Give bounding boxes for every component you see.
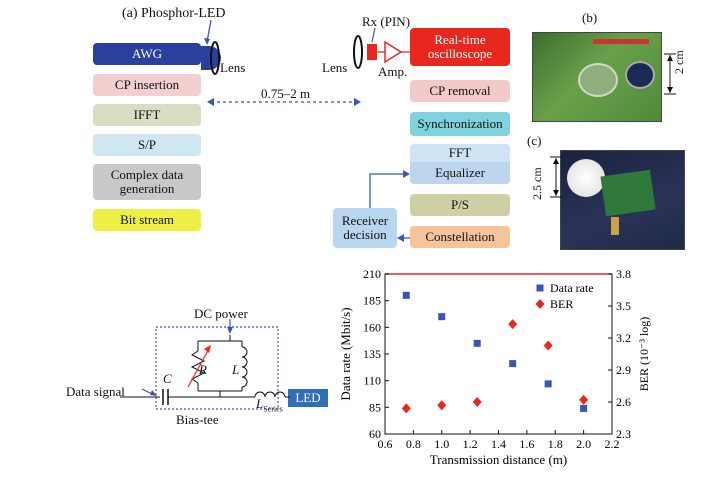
dc-power-label: DC power	[194, 306, 248, 321]
pcb-red-wire	[593, 39, 649, 44]
y-left-tick-label: 135	[363, 347, 381, 361]
data-rate-point	[438, 313, 446, 321]
capacitor-label: C	[163, 371, 172, 386]
dimension-b	[664, 53, 676, 95]
y-right-tick-label: 2.9	[616, 363, 631, 377]
pcb-photo-b	[532, 32, 662, 122]
led-box: LED	[288, 389, 328, 407]
inductor-icon	[241, 346, 248, 388]
tx-block-complex-data: Complex data generation	[93, 164, 201, 200]
rx-optics	[353, 28, 411, 69]
rx-block-equalizer: Equalizer	[410, 162, 510, 184]
connector-component	[611, 217, 619, 235]
panel-c-label: (c)	[527, 133, 542, 148]
receiver-decision-block: Receiver decision	[333, 208, 397, 248]
tx-block-cp-insertion: CP insertion	[93, 74, 201, 96]
tx-block-awg: AWG	[93, 43, 201, 65]
inductor-label: L	[232, 362, 240, 377]
resistor-icon	[190, 350, 206, 384]
distance-line	[207, 98, 361, 106]
y-right-tick-label: 3.2	[616, 331, 631, 345]
phosphor-arrow-icon	[206, 20, 212, 43]
bias-tee-circuit	[120, 319, 290, 410]
dimension-b-label: 2 cm	[672, 50, 686, 74]
y-right-tick-label: 2.6	[616, 395, 631, 409]
x-tick-label: 1.0	[434, 437, 449, 451]
rx-block-constellation: Constellation	[410, 226, 510, 248]
data-rate-point	[473, 339, 481, 347]
ber-point	[437, 400, 447, 411]
bias-tee-label: Bias-tee	[176, 412, 219, 427]
resistor-label: R	[199, 362, 207, 377]
y-right-tick-label: 3.5	[616, 299, 631, 313]
rx-block-ps: P/S	[410, 194, 510, 216]
tx-block-ifft: IFFT	[93, 104, 201, 126]
panel-a-label: (a) Phosphor-LED	[122, 6, 226, 21]
amp-label: Amp.	[378, 64, 408, 79]
ber-point	[401, 403, 411, 414]
amplifier-icon	[384, 40, 403, 64]
x-tick-label: 1.4	[491, 437, 506, 451]
ber-point	[472, 397, 482, 407]
driver-board-component	[600, 169, 656, 217]
ber-point	[579, 394, 589, 405]
legend-label-ber: BER	[550, 297, 573, 311]
photodiode-icon	[367, 44, 377, 60]
y-left-tick-label: 160	[363, 320, 381, 334]
y-right-tick-label: 3.8	[616, 267, 631, 281]
pcb-lens-component	[625, 61, 655, 89]
legend-label-data-rate: Data rate	[550, 281, 594, 295]
distance-label: 0.75–2 m	[261, 86, 311, 101]
panel-b-label: (b)	[582, 10, 598, 25]
x-tick-label: 1.6	[519, 437, 534, 451]
rx-label: Rx (PIN)	[362, 14, 411, 29]
data-rate-point	[580, 404, 588, 412]
data-rate-point	[402, 291, 410, 299]
y-left-tick-label: 210	[363, 267, 381, 281]
lens-left-label: Lens	[220, 60, 246, 75]
tx-block-bit-stream: Bit stream	[93, 209, 201, 231]
x-tick-label: 1.8	[548, 437, 563, 451]
led-disk-component	[567, 159, 605, 197]
y-left-tick-label: 110	[363, 374, 381, 388]
tx-optics	[201, 20, 221, 75]
x-tick-label: 2.2	[605, 437, 620, 451]
rx-block-fft: FFT	[410, 144, 510, 162]
dimension-c-label: 2.5 cm	[530, 167, 544, 200]
y-right-axis-label: BER (10⁻³ log)	[637, 317, 651, 392]
lens-right-label: Lens	[322, 60, 348, 75]
legend-marker-data-rate	[536, 284, 544, 292]
tx-block-sp: S/P	[93, 134, 201, 156]
data-rate-point	[544, 380, 552, 388]
x-tick-label: 0.8	[406, 437, 421, 451]
distance-chart: 0.6 0.8 1.0 1.2 1.4 1.6 1.8 2.0 2.2 60 85 110 135 160…	[338, 267, 651, 467]
y-left-tick-label: 85	[369, 400, 381, 414]
dimension-c	[550, 156, 562, 198]
x-tick-label: 1.2	[463, 437, 478, 451]
pcb-photo-c	[560, 150, 685, 250]
x-tick-label: 0.6	[378, 437, 393, 451]
plot-frame	[384, 273, 613, 435]
x-tick-label: 2.0	[576, 437, 591, 451]
rx-block-oscilloscope: Real-time oscilloscope	[410, 28, 510, 66]
tx-lens-icon	[210, 41, 220, 75]
ber-point	[543, 340, 553, 351]
y-right-tick-label: 2.3	[616, 427, 631, 441]
rx-block-cp-removal: CP removal	[410, 80, 510, 102]
rx-block-sync: Synchronization	[410, 112, 510, 136]
pcb-chip-component	[578, 63, 618, 97]
legend-marker-ber	[535, 299, 545, 309]
bias-tee-boundary	[155, 326, 279, 410]
decision-arrows	[369, 170, 410, 242]
data-rate-point	[509, 360, 517, 368]
y-left-tick-label: 60	[369, 427, 381, 441]
rx-lens-icon	[353, 35, 363, 69]
y-left-tick-label: 185	[363, 294, 381, 308]
series-inductor-icon	[254, 391, 286, 398]
ber-point	[508, 319, 518, 330]
x-axis-label: Transmission distance (m)	[430, 452, 567, 467]
y-left-axis-label: Data rate (Mbit/s)	[338, 307, 353, 400]
data-signal-label: Data signal	[66, 384, 125, 399]
